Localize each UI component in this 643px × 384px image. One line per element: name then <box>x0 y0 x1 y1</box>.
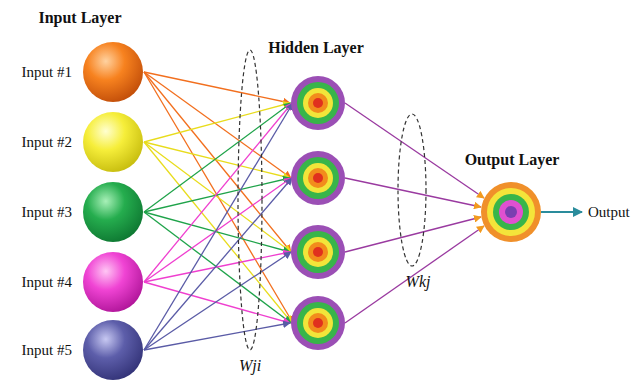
label-anchor: Input Layer <box>38 8 121 27</box>
label-anchor: Wkj <box>406 272 431 291</box>
input-label: Input #3 <box>22 203 72 221</box>
neuron-circle <box>83 112 143 172</box>
label-anchor: Hidden Layer <box>268 38 364 57</box>
neuron-circle <box>82 111 144 173</box>
input-neuron: Input #5 <box>82 319 144 381</box>
input-neuron: Input #4 <box>82 251 144 313</box>
neuron-circle <box>83 182 143 242</box>
weight-bracket <box>398 114 426 266</box>
weight-lines <box>144 103 293 350</box>
layer-title: Input Layer <box>38 8 121 27</box>
input-label: Input #4 <box>22 273 72 291</box>
input-label: Input #1 <box>22 63 72 81</box>
label-anchor: Output <box>588 203 630 221</box>
neuron-circle <box>82 251 144 313</box>
input-label: Input #2 <box>22 133 72 151</box>
input-neuron: Input #1 <box>82 41 144 103</box>
input-neuron: Input #2 <box>82 111 144 173</box>
output-label: Output <box>588 203 630 221</box>
label-anchor: Wji <box>239 356 261 375</box>
weight-lines <box>144 103 292 323</box>
weight-lines <box>345 103 484 323</box>
weight-label: Wkj <box>406 272 431 291</box>
neuron-circle <box>83 320 143 380</box>
weight-lines <box>144 103 291 323</box>
neuron-circle <box>82 41 144 103</box>
neuron-circle <box>83 42 143 102</box>
input-neuron: Input #3 <box>82 181 144 243</box>
neuron-circle <box>83 252 143 312</box>
input-label: Input #5 <box>22 341 72 359</box>
output-neuron <box>481 182 541 242</box>
neuron-circle <box>82 181 144 243</box>
label-anchor: Output Layer <box>465 150 560 169</box>
weight-bracket <box>238 50 262 350</box>
layer-title: Hidden Layer <box>268 38 364 57</box>
weight-lines <box>144 72 293 323</box>
neuron-circle <box>82 319 144 381</box>
hidden-neurons <box>291 76 345 350</box>
output-arrow <box>541 211 582 213</box>
weight-label: Wji <box>239 356 261 375</box>
layer-title: Output Layer <box>465 150 560 169</box>
weight-lines <box>144 103 292 323</box>
